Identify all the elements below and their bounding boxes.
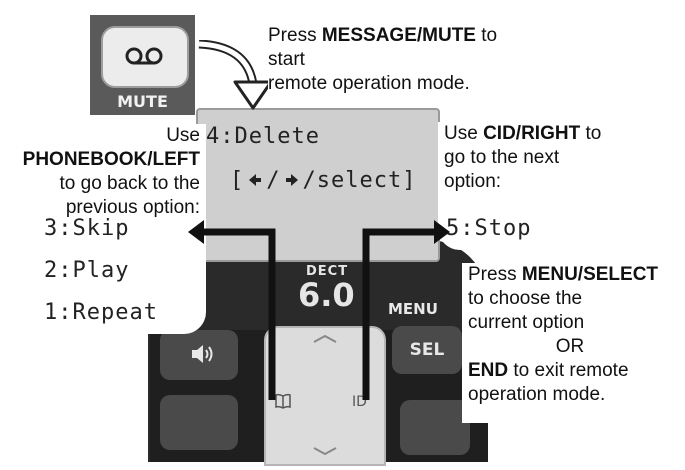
option-skip: 3:Skip (44, 216, 130, 241)
nav-up-icon (313, 334, 337, 343)
phonebook-left-key-text: PHONEBOOK/LEFT (22, 149, 200, 170)
callout-menu-select: Press MENU/SELECT to choose the current … (462, 263, 672, 423)
speaker-icon (192, 345, 213, 363)
end-button[interactable] (400, 400, 470, 455)
end-key-text: END (468, 360, 509, 381)
voicemail-icon (125, 47, 163, 65)
lcd-line-delete: 4:Delete (206, 124, 320, 149)
mute-label: MUTE (117, 92, 168, 111)
dect-logo: DECT 6.0 (298, 264, 355, 314)
left-arrow-icon (249, 174, 262, 186)
message-mute-key-text: MESSAGE/MUTE (321, 25, 476, 46)
menu-label: MENU (388, 300, 438, 318)
message-mute-button[interactable] (101, 26, 189, 88)
right-arrow-icon (285, 174, 298, 186)
option-play: 2:Play (44, 258, 130, 283)
menu-select-button[interactable]: SEL (392, 326, 462, 374)
curved-arrow-icon (198, 40, 273, 110)
option-stop: 5:Stop (446, 216, 532, 241)
lcd-select-text: /select] (302, 168, 417, 193)
phonebook-icon[interactable] (274, 392, 292, 410)
callout-cid-right: Use CID/RIGHT to go to the next option: (438, 122, 648, 250)
nav-down-icon (313, 447, 337, 456)
talk-button[interactable] (160, 395, 238, 450)
callout-phonebook-left: Use PHONEBOOK/LEFT to go back to the pre… (6, 124, 206, 334)
lcd-bracket-open: [ (230, 168, 245, 193)
menu-select-key-text: MENU/SELECT (521, 264, 659, 285)
option-repeat: 1:Repeat (44, 300, 158, 325)
left-navigation-arrow (188, 220, 276, 400)
callout-message-mute: Press MESSAGE/MUTE to start remote opera… (268, 24, 538, 96)
right-navigation-arrow (362, 220, 450, 400)
speakerphone-button[interactable] (160, 330, 238, 380)
cid-right-key-text: CID/RIGHT (483, 123, 581, 144)
lcd-line-navigation: [//select] (230, 168, 417, 193)
